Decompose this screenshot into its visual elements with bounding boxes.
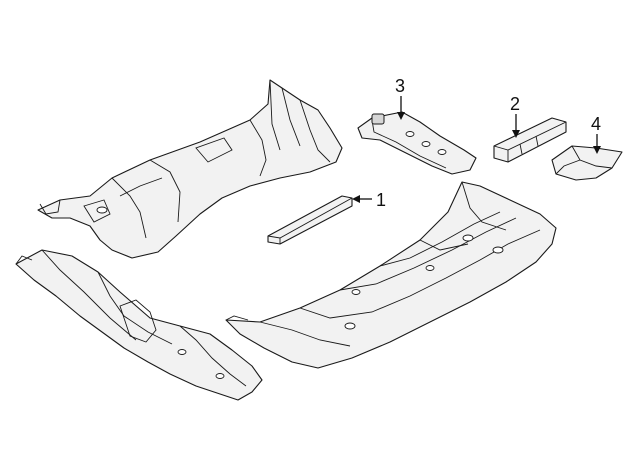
part-3-bracket [357, 111, 477, 175]
left-side-rail [15, 249, 263, 401]
part-4-support [551, 145, 623, 181]
callout-1: 1 [352, 190, 386, 210]
main-floor-pan [225, 181, 557, 369]
callout-2: 2 [510, 94, 520, 138]
rear-floor-tunnel [37, 79, 343, 259]
callout-3: 3 [395, 76, 405, 120]
callout-4-label: 4 [591, 114, 601, 134]
callout-1-label: 1 [376, 190, 386, 210]
callout-4: 4 [591, 114, 601, 154]
part-1-rail [267, 195, 353, 245]
part-2-crossmember [493, 117, 567, 163]
callout-2-label: 2 [510, 94, 520, 114]
callout-3-label: 3 [395, 76, 405, 96]
